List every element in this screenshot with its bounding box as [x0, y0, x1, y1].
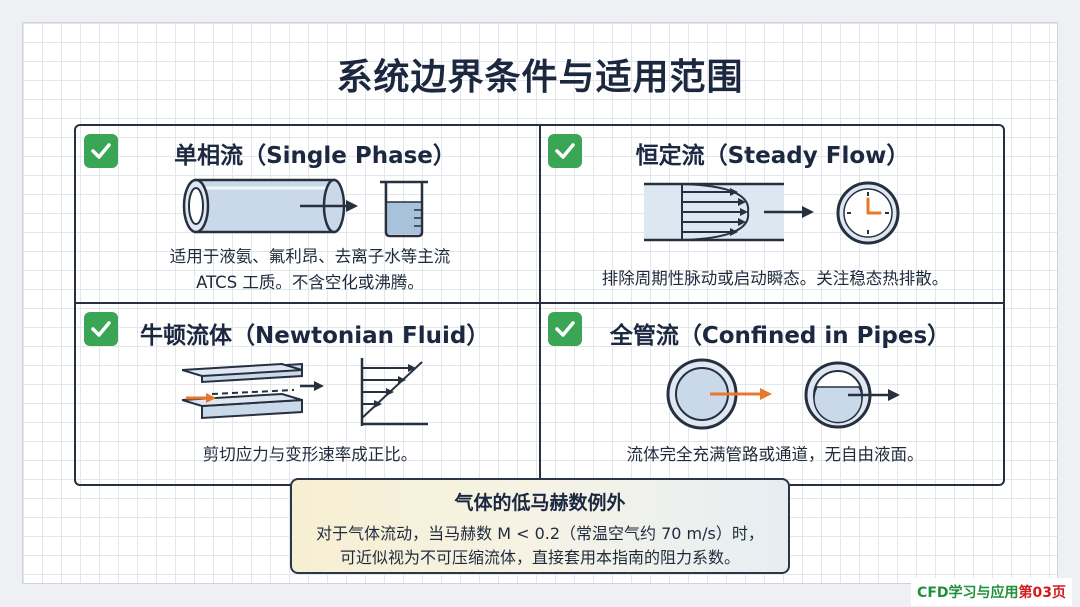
grid-divider-horizontal — [74, 302, 1005, 304]
card-title-confined-in-pipes: 全管流（Confined in Pipes） — [609, 323, 951, 349]
card-desc-single-phase: 适用于液氨、氟利昂、去离子水等主流 ATCS 工质。不含空化或沸腾。 — [169, 247, 451, 292]
card-title-steady-flow: 恒定流（Steady Flow） — [635, 143, 910, 169]
grid-divider-vertical — [539, 124, 541, 486]
card-desc-confined-in-pipes: 流体完全充满管路或通道，无自由液面。 — [626, 445, 924, 464]
callout-line: 可近似视为不可压缩流体，直接套用本指南的阻力系数。 — [339, 548, 740, 567]
full-pipe-icon — [666, 358, 776, 434]
check-icon — [84, 312, 118, 346]
footer-page-number: 第03页 — [1018, 585, 1066, 601]
shear-profile-icon — [356, 356, 432, 432]
callout-title: 气体的低马赫数例外 — [454, 492, 626, 514]
velocity-profile-icon — [642, 180, 817, 248]
card-desc-steady-flow: 排除周期性脉动或启动瞬态。关注稳态热排散。 — [601, 269, 949, 288]
beaker-icon — [376, 178, 432, 242]
shear-plates-icon — [181, 360, 327, 430]
page-title: 系统边界条件与适用范围 — [336, 57, 744, 98]
gas-exception-callout: 气体的低马赫数例外 对于气体流动，当马赫数 M < 0.2（常温空气约 70 m… — [290, 478, 790, 574]
pipe-icon — [180, 174, 365, 242]
check-icon — [84, 134, 118, 168]
check-icon — [548, 134, 582, 168]
page-footer: CFD学习与应用 第03页 — [911, 578, 1072, 606]
check-icon — [548, 312, 582, 346]
partial-pipe-icon — [804, 360, 904, 434]
clock-icon — [834, 180, 902, 250]
card-title-single-phase: 单相流（Single Phase） — [174, 143, 456, 169]
card-title-newtonian-fluid: 牛顿流体（Newtonian Fluid） — [140, 323, 490, 349]
callout-line: 对于气体流动，当马赫数 M < 0.2（常温空气约 70 m/s）时， — [316, 524, 764, 543]
card-desc-newtonian-fluid: 剪切应力与变形速率成正比。 — [202, 445, 418, 464]
footer-brand: CFD学习与应用 — [917, 585, 1019, 601]
